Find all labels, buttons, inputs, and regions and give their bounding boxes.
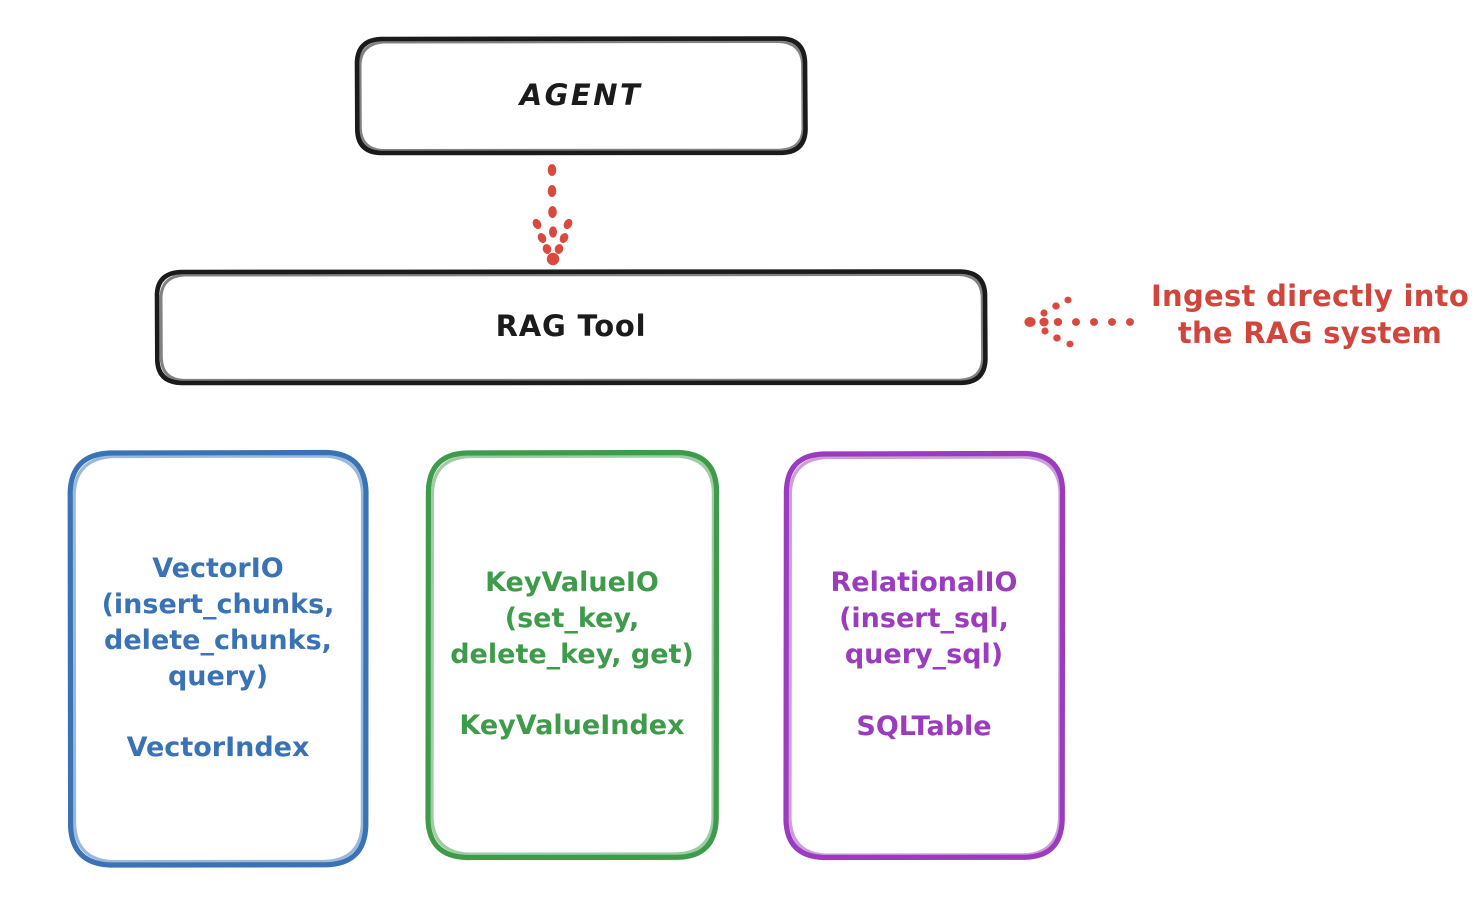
node-relational-io-label: RelationalIO (insert_sql, query_sql) SQL… xyxy=(830,567,1018,742)
node-agent[interactable]: AGENT xyxy=(357,38,805,153)
node-rag-tool[interactable]: RAG Tool xyxy=(157,271,985,383)
node-vector-io-label: VectorIO (insert_chunks, delete_chunks, … xyxy=(101,552,335,764)
annotation-ingest: Ingest directly into the RAG system xyxy=(1150,279,1470,351)
dotted-arrow-left-icon xyxy=(1024,296,1134,348)
dotted-arrow-down-icon xyxy=(532,164,573,266)
node-relational-io[interactable]: RelationalIO (insert_sql, query_sql) SQL… xyxy=(786,453,1062,857)
node-vector-io[interactable]: VectorIO (insert_chunks, delete_chunks, … xyxy=(70,452,366,865)
node-agent-label: AGENT xyxy=(519,77,643,112)
node-key-value-io[interactable]: KeyValueIO (set_key, delete_key, get) Ke… xyxy=(428,452,716,857)
node-key-value-io-label: KeyValueIO (set_key, delete_key, get) Ke… xyxy=(450,566,694,742)
node-rag-tool-label: RAG Tool xyxy=(495,309,647,344)
